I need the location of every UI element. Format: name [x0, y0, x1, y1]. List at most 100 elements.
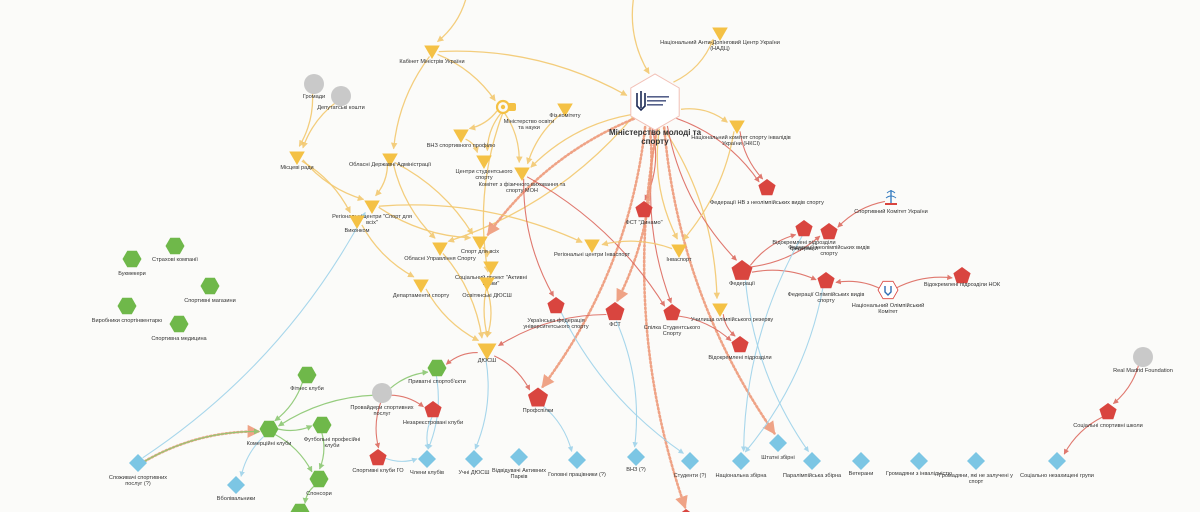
node-mistsevi[interactable]: Місцеві ради	[280, 151, 314, 172]
node-dyush[interactable]: ДЮСШ	[477, 343, 497, 365]
node-sport-kluby-go[interactable]: Спортивні клуби ГО	[352, 449, 404, 474]
node-soc-shkoly[interactable]: Соціальні спортивні школи	[1073, 403, 1143, 429]
edge-mon-to-csport	[484, 113, 502, 152]
node-label-invasport: Інваспорт	[666, 257, 692, 263]
edge-kom_fv-to-liga_stud	[526, 176, 666, 307]
node-label-dep-sport: Департаменти спорту	[393, 293, 449, 299]
edge-osv_dyush-to-dyush	[485, 288, 492, 338]
node-paralimp[interactable]: Паралімпійська збірна	[783, 452, 842, 479]
node-label-vo: ВНЗ (?)	[626, 467, 646, 473]
node-fitnes[interactable]: Фітнес клуби	[290, 366, 324, 392]
node-label-bukmekery: Букмекери	[118, 271, 146, 277]
edge-ministry-to-profspilky	[540, 125, 647, 389]
node-uchilyshcha[interactable]: Училища олімпійського резерву	[691, 303, 774, 324]
edge-fiz_kom-to-kom_fv	[526, 113, 562, 165]
node-magazyny[interactable]: Спортивні магазини	[184, 277, 236, 304]
node-vbolivalnyky[interactable]: Вболівальники	[217, 476, 255, 502]
node-pryvatni[interactable]: Приватні спортоб'єкти	[408, 359, 466, 385]
node-medycyna[interactable]: Спортивна медицина	[151, 315, 208, 342]
node-label-oblupr: Обласні Управління Спорту	[404, 256, 476, 262]
node-label-sport-kom: Спортивний Комітет України	[854, 208, 927, 215]
node-fiz-kom[interactable]: Фіз.комітету	[549, 103, 581, 120]
node-kmu[interactable]: Кабінет Міністрів України	[399, 45, 465, 66]
node-real-madrid[interactable]: Real Madrid Foundation	[1113, 347, 1173, 374]
edge-invasport-to-reg_centry	[601, 240, 673, 250]
edge-oblupr-to-dyush	[442, 252, 485, 339]
node-soc-vrazlyvi[interactable]: Соціально незахищені групи	[1020, 452, 1094, 479]
node-profspilky[interactable]: Профспілки	[523, 387, 554, 415]
edge-futbol-to-sponsory	[318, 431, 325, 470]
node-label-fed-neviz: Федерації НВ з неолімпійських видів спор…	[710, 199, 824, 206]
node-invasport[interactable]: Інваспорт	[666, 244, 692, 264]
node-holovni[interactable]: Головні працівники (?)	[548, 451, 606, 478]
node-dep-sport[interactable]: Департаменти спорту	[393, 279, 449, 300]
node-federacii[interactable]: Федерації	[729, 260, 755, 287]
edge-spozhyvachi-to-kom_kluby	[144, 428, 260, 462]
node-osv-dyush[interactable]: Освітянські ДЮСШ	[462, 277, 512, 300]
node-deputaty[interactable]: Депутатські кошти	[317, 86, 365, 111]
edge-ministry-to-invasport	[656, 128, 678, 240]
node-label-paralimp: Паралімпійська збірна	[783, 472, 842, 479]
node-strakh[interactable]: Страхові компанії	[152, 237, 198, 263]
node-kom-kluby[interactable]: Комерційні клуби	[247, 420, 292, 447]
node-label-pryvatni: Приватні спортоб'єкти	[408, 379, 465, 385]
node-bukmekery[interactable]: Букмекери	[118, 250, 146, 277]
node-red-bottom[interactable]	[677, 509, 694, 512]
node-vyrobnyky[interactable]: Виробники спортінвентарю	[92, 297, 162, 324]
node-vo[interactable]: ВНЗ (?)	[626, 448, 646, 473]
node-chleny[interactable]: Члени клубів	[410, 450, 444, 476]
node-veterany[interactable]: Ветерани	[849, 452, 874, 477]
node-vykonkom[interactable]: Виконком	[344, 215, 370, 235]
node-fed-neviz[interactable]: Федерації НВ з неолімпійських видів спор…	[710, 179, 824, 206]
node-green-bottom[interactable]	[290, 503, 310, 512]
node-oda[interactable]: Обласні Державні Адміністрації	[349, 153, 432, 169]
node-label-vnz: ВНЗ спортивного профілю	[427, 143, 496, 149]
node-shtatni[interactable]: Штатні збірні	[761, 434, 795, 461]
node-label-medycyna: Спортивна медицина	[151, 336, 207, 342]
edge-oda-to-sport_dd	[394, 162, 474, 235]
node-oblupr[interactable]: Обласні Управління Спорту	[404, 242, 476, 263]
node-studenty[interactable]: Студенти (?)	[674, 452, 707, 479]
node-nac-zbirna[interactable]: Національна збірна	[715, 452, 767, 479]
node-nado[interactable]: Національний Анти-Допінговий Центр Украї…	[660, 27, 780, 53]
node-hromady[interactable]: Громади	[303, 74, 325, 100]
node-fst-dynamo[interactable]: ФСТ "Динамо"	[625, 201, 663, 226]
edge-dep_sport-to-dyush	[425, 288, 480, 342]
node-vnz[interactable]: ВНЗ спортивного профілю	[427, 129, 496, 150]
edge-kmu-to-oda	[390, 56, 431, 150]
node-uchni[interactable]: Учні ДЮСШ	[459, 450, 490, 476]
node-sport-dd[interactable]: Спорт для всіх	[461, 236, 499, 256]
node-nezareest[interactable]: Незареєстровані клуби	[403, 401, 463, 426]
node-vidokr-pidr[interactable]: Відокремлені підрозділи	[708, 336, 772, 361]
node-label-nado: Національний Анти-Допінговий Центр Украї…	[660, 39, 780, 52]
node-label-magazyny: Спортивні магазини	[184, 298, 236, 304]
node-reg-centry[interactable]: Регіональні центри Інваспорт	[554, 239, 631, 259]
node-hromadiany-inv[interactable]: Громадяни з інвалідністю	[886, 452, 952, 477]
node-fst[interactable]: ФСТ	[605, 302, 625, 328]
edge-sport_kluby_go-to-chleny	[384, 457, 418, 464]
node-sponsory[interactable]: Спонсори	[306, 470, 332, 497]
node-label-soc-vrazlyvi: Соціально незахищені групи	[1020, 473, 1094, 479]
node-sport-kom[interactable]: Спортивний Комітет України	[854, 190, 928, 215]
node-label-fiz-kom: Фіз.комітету	[549, 113, 580, 119]
node-label-sport-kluby-go: Спортивні клуби ГО	[352, 468, 404, 474]
node-vid-nok[interactable]: Відокремлені підрозділи НОК	[924, 267, 1001, 288]
